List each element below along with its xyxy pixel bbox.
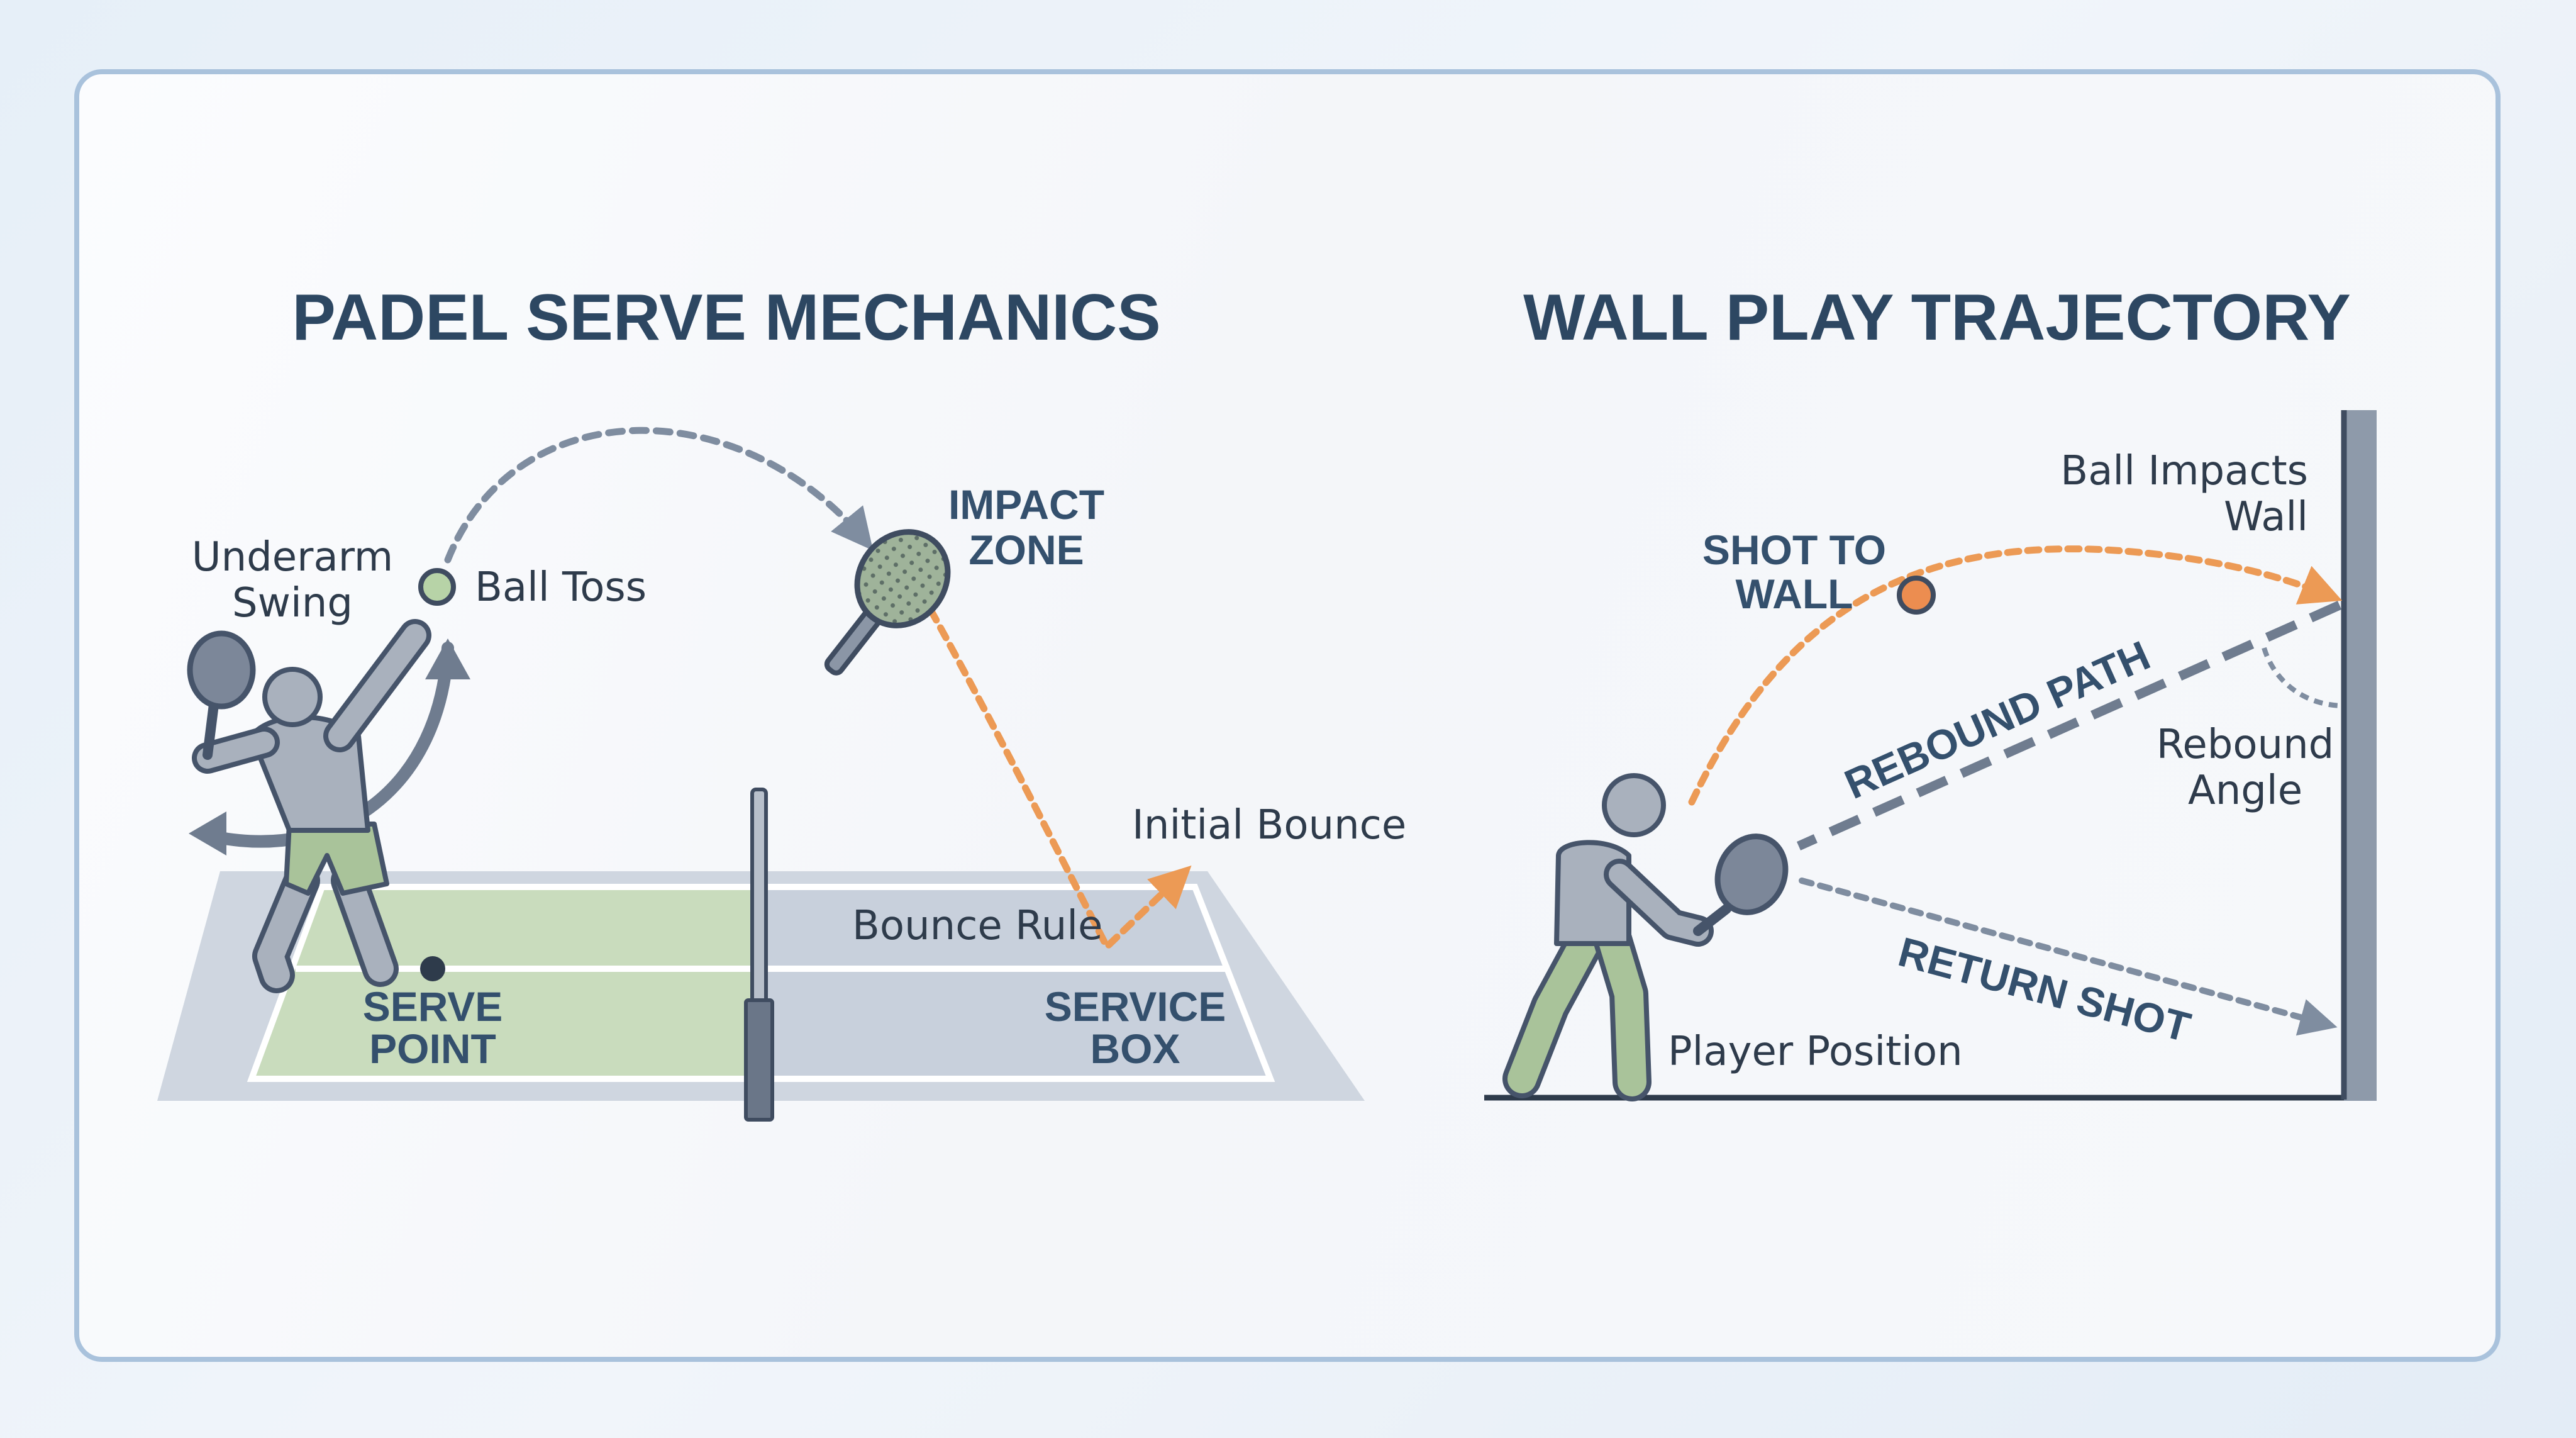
court-outline <box>247 884 1275 1082</box>
tossed-ball <box>418 568 456 606</box>
serve-side-court <box>252 887 760 1079</box>
player-position-label: Player Position <box>1668 1028 1963 1075</box>
serve-bounce-path <box>927 606 1192 953</box>
wall-panel-title: WALL PLAY TRAJECTORY <box>1523 281 2351 354</box>
shot-to-wall-path <box>1688 545 2343 806</box>
service-box-label-line2: BOX <box>1090 1025 1180 1072</box>
rebound-path-line <box>1796 601 2342 850</box>
wall-shot-ball <box>1897 576 1936 615</box>
rebound-angle-label-line2: Angle <box>2188 767 2302 814</box>
padel-court <box>157 788 1365 1122</box>
server-player-figure <box>187 619 470 993</box>
underarm-swing-label-line2: Swing <box>232 580 353 627</box>
service-side-court <box>760 887 1270 1079</box>
ball-toss-label: Ball Toss <box>475 564 647 611</box>
impact-zone-racket-icon <box>824 529 951 676</box>
serve-panel: PADEL SERVE MECHANICS <box>157 281 1406 1122</box>
initial-bounce-label: Initial Bounce <box>1132 802 1406 849</box>
underarm-swing-arc <box>208 642 454 848</box>
shot-to-wall-label-line2: WALL <box>1736 571 1853 617</box>
underarm-swing-label-line1: Underarm <box>192 534 393 581</box>
wall-player-figure <box>1502 773 1789 1101</box>
return-shot-path <box>1799 878 2338 1036</box>
rebound-angle-arc <box>2262 647 2343 708</box>
net-post <box>750 788 768 1018</box>
rebound-angle-label-line1: Rebound <box>2157 722 2334 768</box>
rebound-path-label: REBOUND PATH <box>1838 632 2157 808</box>
impact-zone-label-line2: ZONE <box>969 527 1084 573</box>
wall <box>2344 410 2377 1101</box>
ball-impacts-wall-label-line2: Wall <box>2224 494 2308 540</box>
serve-point-label-line2: POINT <box>369 1025 496 1072</box>
ball-toss-arc <box>444 426 874 564</box>
impact-zone-label-line1: IMPACT <box>948 481 1104 528</box>
shot-to-wall-label-line1: SHOT TO <box>1702 527 1886 573</box>
serve-point-marker <box>420 956 445 981</box>
ball-impacts-wall-label-line1: Ball Impacts <box>2060 448 2308 494</box>
net-post-base <box>744 998 774 1122</box>
wall-panel: WALL PLAY TRAJECTORY <box>1484 281 2377 1101</box>
serve-point-label-line1: SERVE <box>363 983 503 1030</box>
serve-panel-title: PADEL SERVE MECHANICS <box>292 281 1160 354</box>
service-box-label-line1: SERVICE <box>1045 983 1226 1030</box>
bounce-rule-label: Bounce Rule <box>852 903 1102 949</box>
